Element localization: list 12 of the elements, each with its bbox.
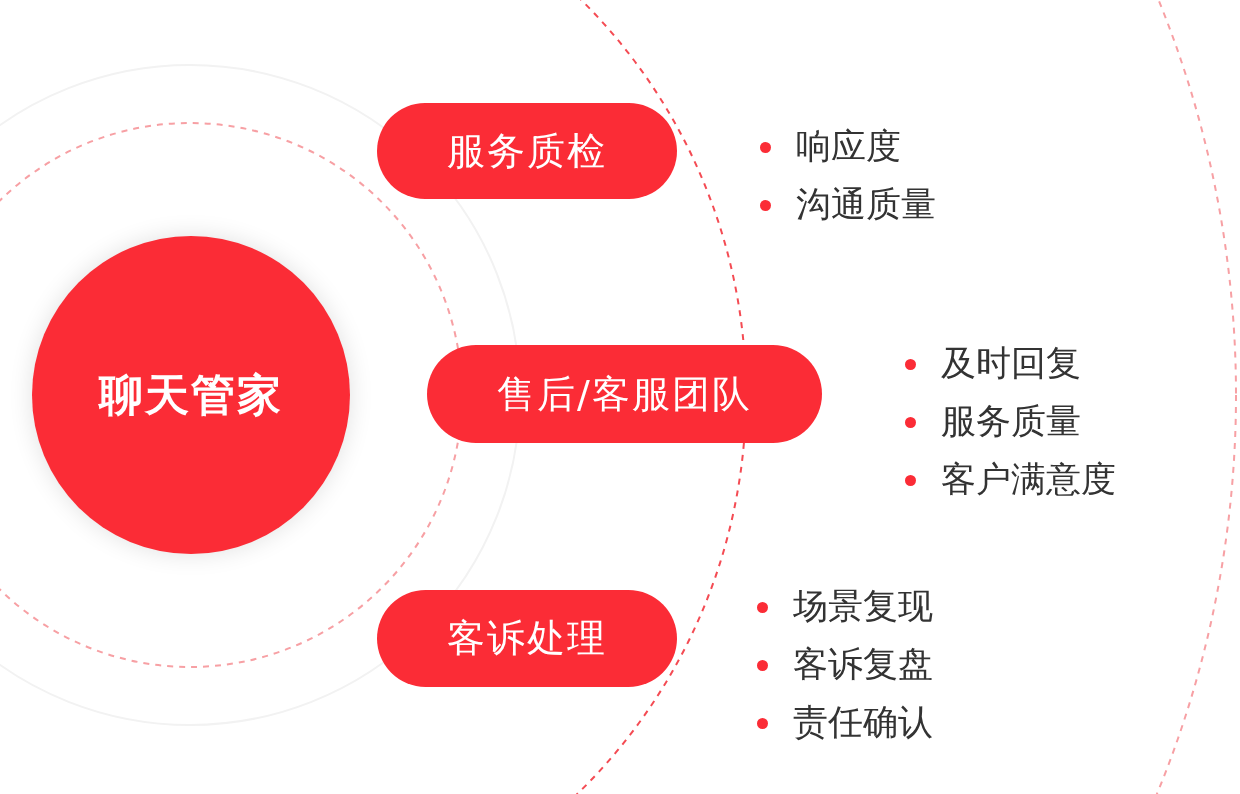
hub-circle: 聊天管家 [32,236,350,554]
bullet-item: 客诉复盘 [757,641,933,688]
bullet-item: 场景复现 [757,583,933,630]
bullet-item: 响应度 [760,123,901,170]
bullet-item: 沟通质量 [760,181,936,228]
bullet-item: 服务质量 [905,398,1081,445]
category-pill: 售后/客服团队 [427,345,822,443]
bullet-item: 责任确认 [757,699,933,746]
bullet-item: 客户满意度 [905,456,1116,503]
bullet-item: 及时回复 [905,340,1081,387]
category-pill: 服务质检 [377,103,677,199]
category-pill: 客诉处理 [377,590,677,687]
